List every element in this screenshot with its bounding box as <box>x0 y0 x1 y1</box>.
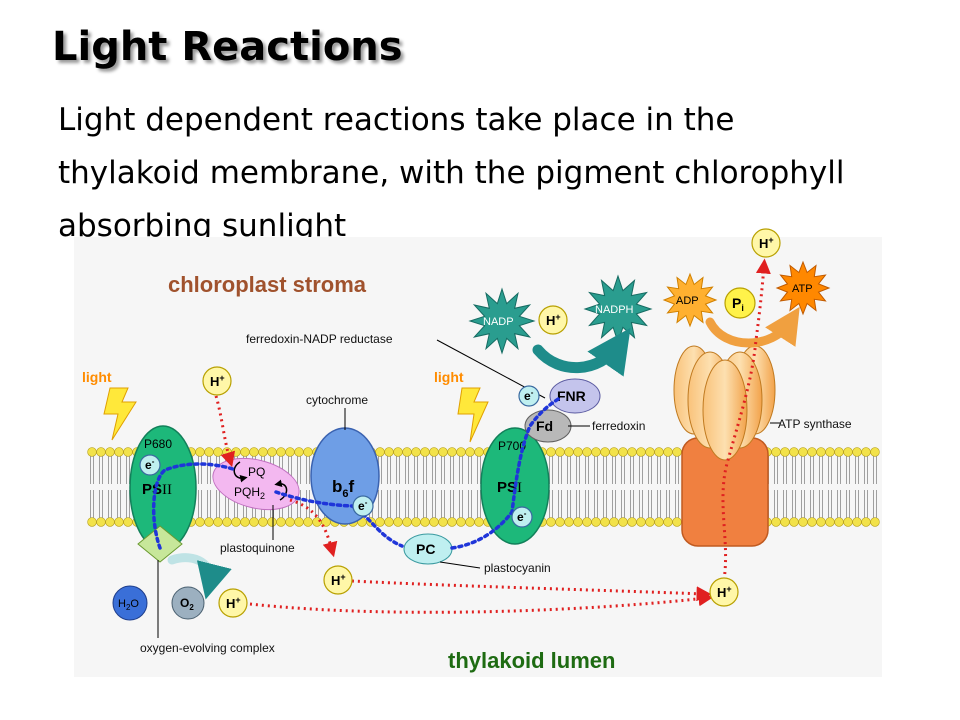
electron-bubble: e- <box>139 454 161 476</box>
svg-text:e-: e- <box>145 457 155 472</box>
atp-synthase <box>673 345 776 547</box>
phosphate: Pi <box>724 287 756 319</box>
electron-bubble: e- <box>511 506 533 528</box>
atp-formation-arrow <box>705 306 800 348</box>
p680-label: P680 <box>144 437 172 451</box>
svg-text:e-: e- <box>524 388 534 403</box>
atp-star <box>775 260 831 316</box>
electron-path <box>151 396 562 550</box>
svg-text:ATP: ATP <box>792 283 813 295</box>
proton-bubbles: H+ H+ H+ H+ H+ H+ <box>202 228 781 618</box>
oxygen-molecule: O2 <box>171 586 205 620</box>
adp-star <box>662 272 718 328</box>
label-atp-synthase: ATP synthase <box>778 417 852 431</box>
light-label-right: light <box>434 369 464 385</box>
nadp-star <box>468 287 536 355</box>
electron-bubble: e- <box>518 385 540 407</box>
nadp-reduction-arrow <box>532 327 631 377</box>
slide-body-text: Light dependent reactions take place in … <box>58 102 845 244</box>
label-ferredoxin-nadp-reductase: ferredoxin-NADP reductase <box>246 332 393 346</box>
svg-text:FNR: FNR <box>557 388 586 404</box>
electron-bubbles: e-e-e-e- <box>139 385 540 528</box>
svg-text:e-: e- <box>358 498 368 513</box>
p700-label: P700 <box>498 439 526 453</box>
svg-text:PC: PC <box>416 541 435 557</box>
label-cytochrome: cytochrome <box>306 393 368 407</box>
label-plastoquinone: plastoquinone <box>220 541 295 555</box>
svg-text:Fd: Fd <box>536 418 553 434</box>
proton-path-lumen-2 <box>249 591 714 614</box>
pq-label: PQ <box>248 465 265 479</box>
svg-text:b6f: b6f <box>332 477 355 500</box>
proton-bubble: H+ <box>709 577 739 607</box>
svg-text:H2O: H2O <box>118 598 139 612</box>
proton-bubble: H+ <box>538 305 568 335</box>
stroma-label: chloroplast stroma <box>168 272 367 297</box>
lumen-label: thylakoid lumen <box>448 648 615 673</box>
svg-text:e-: e- <box>517 509 527 524</box>
proton-bubble: H+ <box>751 228 781 258</box>
svg-text:Pi: Pi <box>732 295 744 313</box>
svg-text:O2: O2 <box>180 596 194 612</box>
label-ferredoxin: ferredoxin <box>592 419 645 433</box>
ferredoxin-nadp-reductase: FNR <box>549 378 601 414</box>
light-label-left: light <box>82 369 112 385</box>
proton-path-atp-synthase <box>721 258 771 581</box>
electron-bubble: e- <box>352 495 374 517</box>
water-split-arrow <box>167 553 232 600</box>
psi-label: PS <box>497 479 517 496</box>
proton-bubble: H+ <box>202 366 232 396</box>
pqh2-label: PQH <box>234 485 260 499</box>
svg-text:PSI: PSI <box>497 479 522 496</box>
svg-text:ADP: ADP <box>676 295 699 307</box>
svg-text:PQH2: PQH2 <box>234 485 265 501</box>
plastocyanin: PC <box>403 533 453 565</box>
psii-label: PS <box>142 481 162 498</box>
label-oxygen-evolving-complex: oxygen-evolving complex <box>140 641 275 655</box>
lightning-icon-left <box>103 387 137 441</box>
plastoquinone-pool: PQ PQH2 <box>212 457 300 511</box>
water-molecule: H2O <box>112 585 148 621</box>
slide-title: Light Reactions <box>52 24 403 70</box>
proton-bubble: H+ <box>218 588 248 618</box>
proton-path-cyt <box>289 498 338 558</box>
svg-text:NADP: NADP <box>483 316 514 328</box>
label-plastocyanin: plastocyanin <box>484 561 551 575</box>
proton-bubble: H+ <box>323 565 353 595</box>
lightning-icon-right <box>457 387 489 443</box>
svg-text:NADPH: NADPH <box>595 304 634 316</box>
